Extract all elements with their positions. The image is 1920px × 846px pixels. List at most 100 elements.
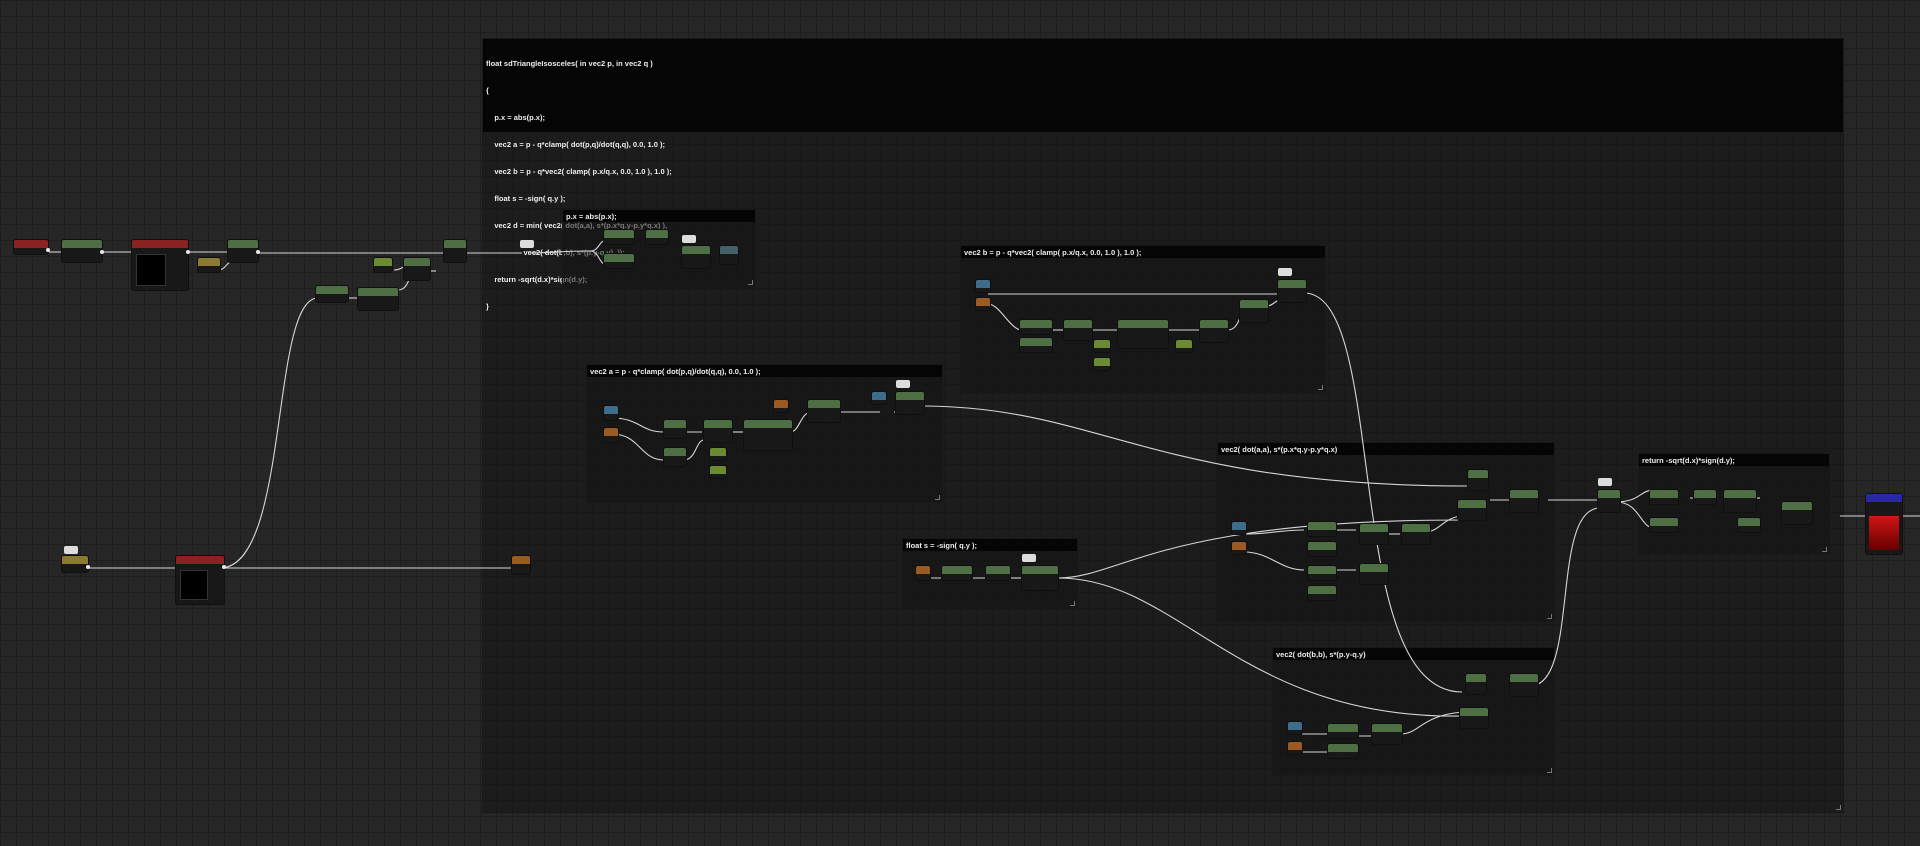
node-header[interactable]	[1020, 320, 1052, 328]
abs-node[interactable]	[646, 230, 668, 244]
mask-g-node[interactable]	[1650, 518, 1678, 532]
node-header[interactable]	[374, 258, 392, 266]
reroute-q-node[interactable]	[1288, 742, 1302, 754]
vector-param-node[interactable]	[62, 556, 90, 572]
node-header[interactable]	[646, 230, 668, 238]
const-one-node[interactable]	[1094, 358, 1110, 370]
output-pin[interactable]	[256, 250, 260, 254]
component-mask-node[interactable]	[62, 240, 104, 262]
node-header[interactable]	[316, 286, 348, 294]
node-header[interactable]	[1308, 542, 1336, 550]
mask-g-node[interactable]	[1328, 724, 1358, 738]
resize-handle[interactable]	[1318, 385, 1323, 390]
multiply-half-node[interactable]	[358, 288, 398, 310]
node-header[interactable]	[62, 240, 102, 248]
resize-handle[interactable]	[748, 280, 753, 285]
node-header[interactable]	[1232, 542, 1246, 550]
multiply-node[interactable]	[808, 400, 840, 422]
node-header[interactable]	[1866, 494, 1902, 502]
node-header[interactable]	[682, 246, 710, 254]
node-header[interactable]	[1240, 300, 1268, 308]
node-header[interactable]	[720, 246, 738, 254]
reroute-q-node[interactable]	[774, 400, 788, 412]
sign-node[interactable]	[986, 566, 1010, 580]
reroute-q-node[interactable]	[916, 566, 930, 580]
mask-r-node[interactable]	[604, 230, 634, 244]
reroute-q-node[interactable]	[976, 298, 990, 310]
texcoord-node[interactable]	[14, 240, 50, 254]
sign-node[interactable]	[1738, 518, 1760, 532]
output-pin[interactable]	[100, 250, 104, 254]
resize-handle[interactable]	[1836, 805, 1841, 810]
node-header[interactable]	[1650, 518, 1678, 526]
node-header[interactable]	[1694, 490, 1716, 498]
node-header[interactable]	[512, 556, 530, 564]
resize-handle[interactable]	[1822, 547, 1827, 552]
divide-node[interactable]	[704, 420, 732, 442]
min-node[interactable]	[1598, 490, 1620, 512]
multiply-result-node[interactable]	[1782, 502, 1812, 524]
node-header[interactable]	[1460, 708, 1488, 716]
clamp-node[interactable]	[744, 420, 792, 450]
comment-vec-b[interactable]: vec2 b = p - q*vec2( clamp( p.x/q.x, 0.0…	[960, 245, 1326, 393]
node-header[interactable]	[1308, 566, 1336, 574]
dot-node[interactable]	[1468, 470, 1488, 490]
mask-r-node[interactable]	[1308, 566, 1336, 580]
node-header[interactable]	[1650, 490, 1678, 498]
node-header[interactable]	[1328, 744, 1358, 752]
output-pin[interactable]	[46, 248, 50, 252]
node-header[interactable]	[1782, 502, 1812, 510]
node-header[interactable]	[1402, 524, 1430, 532]
mask-g-node[interactable]	[1328, 744, 1358, 758]
mask-g-node[interactable]	[604, 254, 634, 268]
multiply-neg-node[interactable]	[1022, 566, 1058, 590]
comment-float-s[interactable]: float s = -sign( q.y );	[902, 538, 1078, 609]
multiply-node[interactable]	[1460, 708, 1488, 728]
node-header[interactable]	[1064, 320, 1092, 328]
node-header[interactable]	[1288, 742, 1302, 750]
node-header[interactable]	[1094, 340, 1110, 348]
multiply-neg-node[interactable]	[1724, 490, 1756, 512]
subtract-b-node[interactable]	[1278, 280, 1306, 302]
resize-handle[interactable]	[1547, 614, 1552, 619]
subtract-node[interactable]	[1402, 524, 1430, 544]
mask-r-node[interactable]	[1020, 338, 1052, 352]
resize-handle[interactable]	[1070, 601, 1075, 606]
multiply-node[interactable]	[1458, 500, 1486, 520]
subtract-node[interactable]	[1372, 724, 1402, 744]
reroute-p-node[interactable]	[976, 280, 990, 292]
mask-g-node[interactable]	[1308, 542, 1336, 556]
node-header[interactable]	[358, 288, 398, 296]
mask-r-node[interactable]	[1308, 522, 1336, 536]
input-position-node[interactable]	[132, 240, 190, 290]
node-header[interactable]	[710, 448, 726, 456]
node-header[interactable]	[1360, 564, 1388, 572]
output-pin[interactable]	[222, 565, 226, 569]
node-header[interactable]	[132, 240, 188, 248]
constant-node[interactable]	[198, 258, 220, 272]
node-header[interactable]	[1724, 490, 1756, 498]
node-header[interactable]	[872, 392, 886, 400]
node-header[interactable]	[1118, 320, 1168, 328]
dot-node[interactable]	[1466, 674, 1486, 694]
reroute-p-node[interactable]	[604, 406, 618, 420]
node-header[interactable]	[1598, 490, 1620, 498]
multiply-node[interactable]	[1360, 524, 1388, 544]
reroute-q-node[interactable]	[512, 556, 530, 574]
divide-node[interactable]	[1064, 320, 1092, 340]
mask-x-node[interactable]	[316, 286, 348, 302]
node-header[interactable]	[744, 420, 792, 428]
node-header[interactable]	[1510, 490, 1538, 498]
const-zero-node[interactable]	[1094, 340, 1110, 352]
append-bb-node[interactable]	[1510, 674, 1538, 696]
reroute-p-node[interactable]	[1232, 522, 1246, 534]
node-header[interactable]	[704, 420, 732, 428]
node-header[interactable]	[976, 280, 990, 288]
const-one-node[interactable]	[1176, 340, 1192, 352]
node-header[interactable]	[1288, 722, 1302, 730]
scalar-node[interactable]	[374, 258, 392, 272]
sqrt-node[interactable]	[1694, 490, 1716, 504]
node-header[interactable]	[1466, 674, 1486, 682]
node-header[interactable]	[710, 466, 726, 474]
node-header[interactable]	[198, 258, 220, 266]
